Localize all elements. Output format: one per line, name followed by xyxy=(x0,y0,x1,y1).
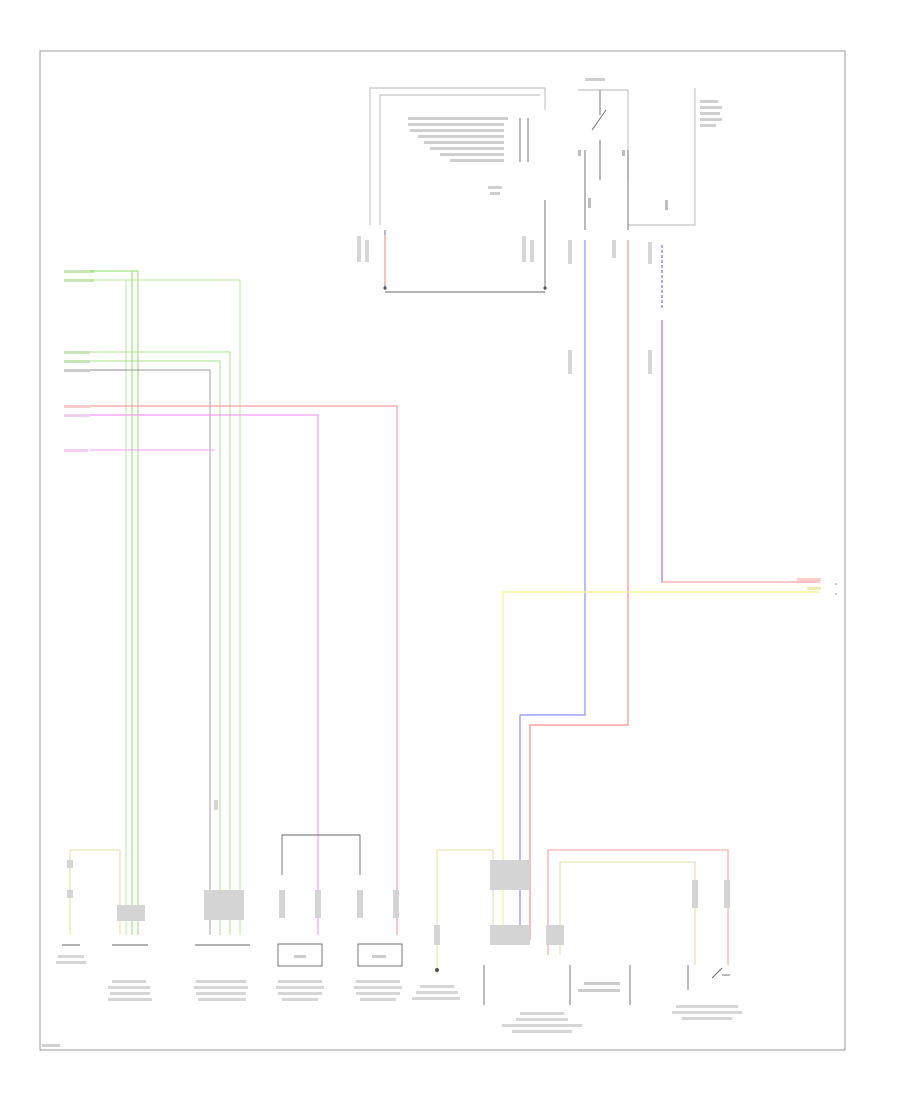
wire-purple-red xyxy=(661,320,820,583)
wire-tan-sensor xyxy=(559,861,696,965)
wire-yellow xyxy=(502,591,820,940)
component-o2-sensor xyxy=(108,944,152,1001)
component-switch-inner xyxy=(569,965,631,1005)
component-sensor-bank xyxy=(483,965,582,1033)
wire-red-left xyxy=(90,405,398,935)
wire-group-green xyxy=(90,270,241,935)
diagram-frame xyxy=(39,50,846,1051)
component-switch xyxy=(672,965,742,1020)
wire-red-right xyxy=(529,240,629,940)
component-left-temp-sensor xyxy=(276,943,324,1001)
component-ground-right xyxy=(412,968,460,1000)
wire-tan-o2 xyxy=(436,849,494,975)
wire-pink-left xyxy=(90,414,319,935)
ecm-pin-labels xyxy=(408,117,529,195)
connector-pins xyxy=(67,800,730,945)
wire-red-sensor xyxy=(547,849,729,965)
component-knock-sensor-rear xyxy=(194,944,250,1001)
component-right-temp-sensor xyxy=(354,943,403,1001)
left-connector-labels xyxy=(64,270,94,452)
wire-blue xyxy=(519,240,586,940)
fuse-relay-block xyxy=(568,78,722,374)
wire-tan-knock xyxy=(69,849,121,935)
engine-controls-block xyxy=(357,87,547,293)
component-knock-sensor-front xyxy=(56,944,86,964)
right-edge-markers xyxy=(835,583,837,595)
